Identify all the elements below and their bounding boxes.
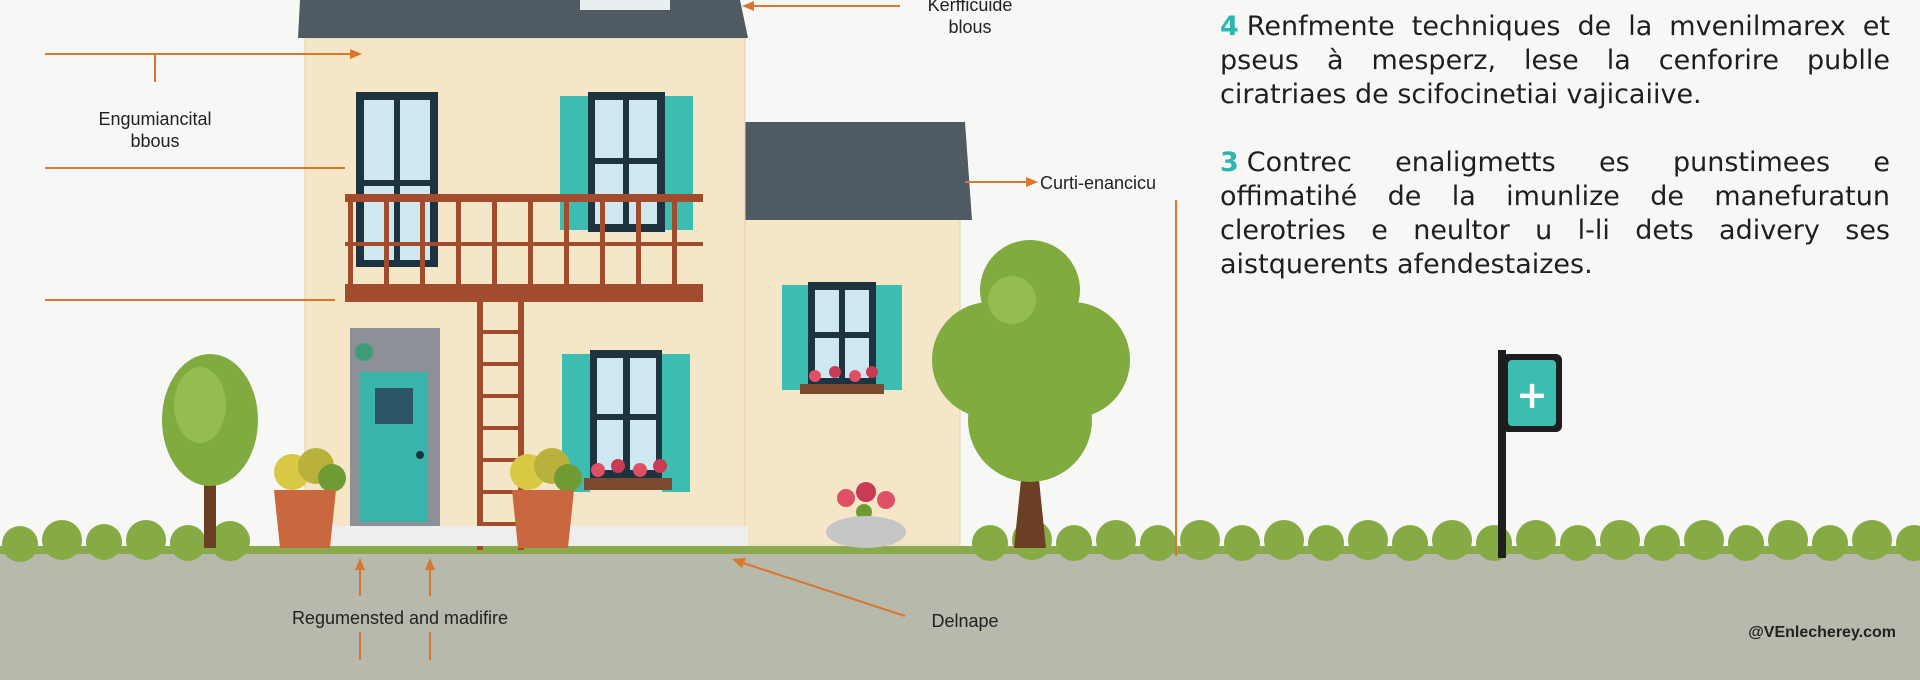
roof-callout-line1: Kerfficuide <box>927 0 1013 15</box>
tree-large <box>932 240 1130 548</box>
ground-callout-label: Delnape <box>931 611 999 631</box>
annex-roof-callout-label: Curti-enancicu <box>1040 173 1157 193</box>
ground <box>0 552 1920 680</box>
roof-window <box>580 0 670 10</box>
balcony <box>345 194 703 302</box>
note-number: 4 <box>1220 11 1239 42</box>
front-door <box>350 328 440 528</box>
flower-pot-left <box>274 448 346 548</box>
wall-callout-line1: Engumiancital <box>98 109 212 129</box>
pharmacy-sign <box>1498 350 1562 558</box>
annex-roof <box>735 122 972 220</box>
sign-plus-icon: + <box>1516 373 1548 417</box>
grass-line <box>0 546 1920 554</box>
tree-small <box>162 354 258 548</box>
foundation-callout-label: Regumensted and madifire <box>291 608 509 628</box>
annex-window <box>782 282 902 394</box>
wall-callout-line2: bbous <box>130 131 180 151</box>
upper-middle-window <box>560 92 693 232</box>
wall-callout-label: Engumiancital bbous <box>60 108 250 152</box>
note-text: Contrec enaligmetts es punstimees e offi… <box>1220 147 1890 280</box>
lower-middle-window <box>562 350 690 492</box>
flower-planter <box>826 482 906 548</box>
note-number: 3 <box>1220 147 1239 178</box>
note-text: Renfmente techniques de la mvenilmarex e… <box>1220 11 1890 110</box>
ladder <box>477 300 524 550</box>
roof-callout-line2: blous <box>948 17 992 37</box>
callout-lines <box>45 1 1177 660</box>
flower-pot-right <box>510 448 582 548</box>
credit-watermark: @VEnlecherey.com <box>1748 624 1896 641</box>
hedge <box>2 520 1920 562</box>
upper-left-window <box>356 92 438 267</box>
main-roof <box>298 0 748 38</box>
roof-callout-label: Kerfficuide blous <box>880 0 1060 38</box>
